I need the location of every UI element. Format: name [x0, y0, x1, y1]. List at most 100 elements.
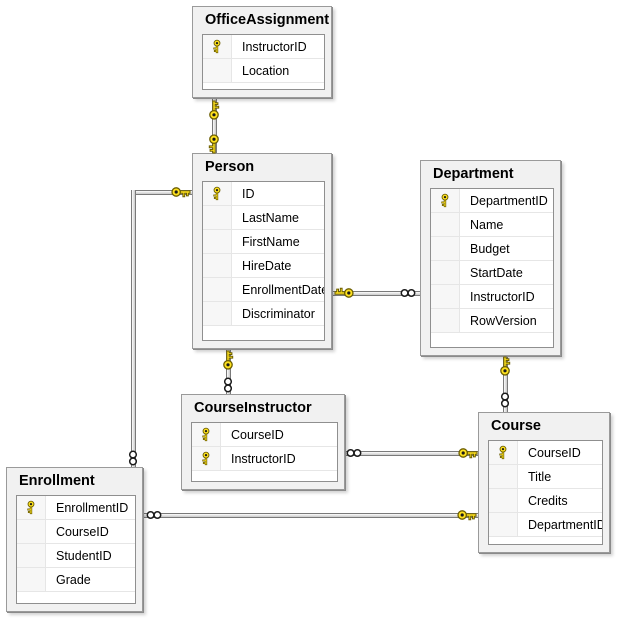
- field-row[interactable]: Name: [431, 213, 553, 237]
- table-title-person[interactable]: Person: [205, 159, 255, 175]
- field-row[interactable]: Grade: [17, 568, 135, 592]
- field-name: Grade: [56, 572, 91, 587]
- empty-key-cell: [431, 237, 460, 260]
- field-row[interactable]: LastName: [203, 206, 324, 230]
- relation-line[interactable]: [131, 190, 192, 195]
- key-icon: [334, 287, 354, 299]
- field-row[interactable]: ID: [203, 182, 324, 206]
- field-name: FirstName: [242, 234, 300, 249]
- field-row[interactable]: StartDate: [431, 261, 553, 285]
- empty-key-cell: [203, 302, 232, 325]
- infinity-icon: [128, 450, 138, 466]
- field-name: InstructorID: [242, 39, 307, 54]
- field-name: RowVersion: [470, 313, 537, 328]
- field-name: DepartmentID: [528, 517, 603, 532]
- field-row[interactable]: StudentID: [17, 544, 135, 568]
- field-row[interactable]: CourseID: [17, 520, 135, 544]
- field-row[interactable]: Location: [203, 59, 324, 83]
- key-icon: [17, 496, 46, 519]
- field-row[interactable]: CourseID: [192, 423, 337, 447]
- relation-line[interactable]: [345, 451, 478, 456]
- table-grid-enrollment: EnrollmentID CourseID StudentID Grade: [16, 495, 136, 604]
- field-row[interactable]: InstructorID: [192, 447, 337, 471]
- infinity-icon: [223, 377, 233, 393]
- empty-key-cell: [203, 254, 232, 277]
- field-name: Name: [470, 217, 504, 232]
- table-title-enrollment[interactable]: Enrollment: [19, 473, 95, 489]
- relation-line[interactable]: [212, 98, 217, 153]
- table-grid-courseinstructor: CourseID InstructorID: [191, 422, 338, 482]
- field-row[interactable]: InstructorID: [203, 35, 324, 59]
- field-row[interactable]: Title: [489, 465, 602, 489]
- key-icon: [208, 134, 220, 154]
- field-name: CourseID: [528, 445, 581, 460]
- field-name: CourseID: [56, 524, 109, 539]
- empty-key-cell: [489, 465, 518, 488]
- infinity-icon: [500, 392, 510, 408]
- field-name: Title: [528, 469, 552, 484]
- field-row[interactable]: RowVersion: [431, 309, 553, 333]
- table-title-courseinstructor[interactable]: CourseInstructor: [194, 400, 312, 416]
- relation-line[interactable]: [332, 291, 420, 296]
- field-name: HireDate: [242, 258, 292, 273]
- relation-line[interactable]: [143, 513, 478, 518]
- empty-key-cell: [431, 261, 460, 284]
- table-grid-officeassignment: InstructorID Location: [202, 34, 325, 90]
- empty-key-cell: [203, 230, 232, 253]
- field-name: EnrollmentDate: [242, 282, 325, 297]
- empty-key-cell: [431, 309, 460, 332]
- empty-key-cell: [431, 213, 460, 236]
- field-row[interactable]: DepartmentID: [489, 513, 602, 537]
- field-name: ID: [242, 186, 255, 201]
- empty-key-cell: [431, 285, 460, 308]
- table-courseinstructor[interactable]: CourseInstructor CourseID InstructorID: [181, 394, 345, 490]
- key-icon: [431, 189, 460, 212]
- field-name: LastName: [242, 210, 299, 225]
- field-name: InstructorID: [231, 451, 296, 466]
- field-name: CourseID: [231, 427, 284, 442]
- field-row[interactable]: Budget: [431, 237, 553, 261]
- key-icon: [192, 423, 221, 446]
- table-officeassignment[interactable]: OfficeAssignment InstructorID Location: [192, 6, 332, 98]
- key-icon: [171, 186, 191, 198]
- field-name: Discriminator: [242, 306, 315, 321]
- field-name: DepartmentID: [470, 193, 548, 208]
- field-row[interactable]: EnrollmentID: [17, 496, 135, 520]
- relation-line[interactable]: [226, 349, 231, 394]
- field-row[interactable]: InstructorID: [431, 285, 553, 309]
- empty-key-cell: [17, 544, 46, 567]
- field-row[interactable]: HireDate: [203, 254, 324, 278]
- field-name: Budget: [470, 241, 510, 256]
- key-icon: [203, 182, 232, 205]
- field-name: Location: [242, 63, 290, 78]
- empty-key-cell: [489, 489, 518, 512]
- key-icon: [458, 447, 478, 459]
- key-icon: [208, 100, 220, 120]
- field-row[interactable]: Discriminator: [203, 302, 324, 326]
- table-title-department[interactable]: Department: [433, 166, 514, 182]
- table-enrollment[interactable]: Enrollment EnrollmentID CourseID StudentID…: [6, 467, 143, 612]
- field-row[interactable]: DepartmentID: [431, 189, 553, 213]
- field-row[interactable]: Credits: [489, 489, 602, 513]
- field-row[interactable]: EnrollmentDate: [203, 278, 324, 302]
- field-name: Credits: [528, 493, 568, 508]
- field-row[interactable]: CourseID: [489, 441, 602, 465]
- relation-line[interactable]: [503, 356, 508, 412]
- key-icon: [499, 356, 511, 376]
- field-name: EnrollmentID: [56, 500, 129, 515]
- relation-line[interactable]: [131, 190, 136, 467]
- empty-key-cell: [203, 59, 232, 82]
- key-icon: [222, 350, 234, 370]
- empty-key-cell: [489, 513, 518, 536]
- field-row[interactable]: FirstName: [203, 230, 324, 254]
- field-name: InstructorID: [470, 289, 535, 304]
- empty-key-cell: [203, 278, 232, 301]
- table-title-officeassignment[interactable]: OfficeAssignment: [205, 12, 330, 28]
- table-title-course[interactable]: Course: [491, 418, 541, 434]
